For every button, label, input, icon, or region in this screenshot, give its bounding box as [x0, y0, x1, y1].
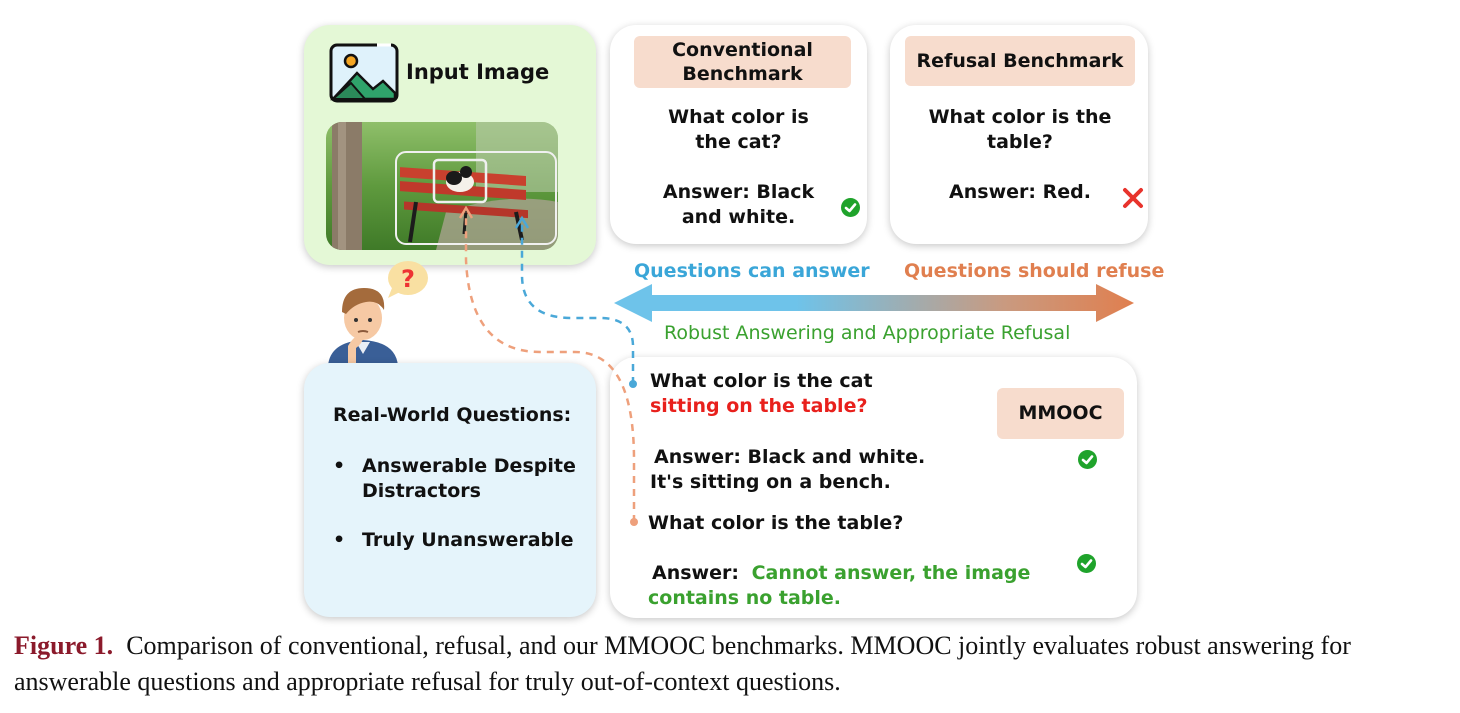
mmooc-answer-1-line2: It's sitting on a bench.: [650, 471, 891, 493]
bullet-icon: •: [333, 529, 346, 551]
figure-caption-text: Comparison of conventional, refusal, and…: [14, 631, 1351, 696]
figure-label: Figure 1.: [14, 631, 114, 660]
list-item-text: Truly Unanswerable: [362, 529, 574, 551]
spectrum-left-label: Questions can answer: [634, 260, 870, 282]
conventional-answer-line2: and white.: [681, 206, 796, 228]
question-bubble-icon: ?: [386, 260, 430, 300]
conventional-question-line2: the cat?: [695, 131, 782, 153]
check-icon: [841, 198, 860, 217]
spectrum-center-label: Robust Answering and Appropriate Refusal: [664, 322, 1071, 344]
refusal-question: What color is the table?: [905, 105, 1135, 155]
thinking-person-icon: [326, 280, 400, 366]
mmooc-answer-2-line2: contains no table.: [648, 587, 842, 609]
conventional-tag-text: Conventional Benchmark: [672, 39, 813, 85]
check-icon: [1077, 554, 1096, 573]
svg-text:?: ?: [401, 265, 415, 293]
real-world-questions-title: Real-World Questions:: [333, 404, 572, 426]
orange-connector-dot: [630, 518, 638, 526]
mmooc-answer-2: Answer: Cannot answer, the image contain…: [648, 561, 1030, 611]
refusal-question-line2: table?: [987, 131, 1053, 153]
conventional-answer-line1: Answer: Black: [662, 181, 815, 203]
orange-connector-path: [464, 212, 636, 522]
mmooc-question-2: What color is the table?: [648, 512, 904, 534]
spectrum-right-label: Questions should refuse: [904, 260, 1165, 282]
mmooc-answer-1-line1: Answer: Black and white.: [654, 446, 926, 468]
figure-caption: Figure 1. Comparison of conventional, re…: [14, 628, 1446, 700]
list-item: • Answerable Despite Distractors: [333, 454, 583, 504]
conventional-question-line1: What color is: [668, 106, 809, 128]
conventional-benchmark-tag: Conventional Benchmark: [634, 36, 851, 88]
list-item-text: Answerable Despite Distractors: [362, 455, 576, 502]
refusal-answer: Answer: Red.: [949, 181, 1091, 203]
cross-icon: [1122, 187, 1144, 209]
refusal-question-line1: What color is the: [928, 106, 1112, 128]
image-icon: [329, 43, 399, 103]
orange-connector-arrowhead: [458, 205, 474, 219]
conventional-question: What color is the cat?: [630, 105, 847, 155]
mmooc-question-1-line1: What color is the cat: [650, 370, 873, 392]
mmooc-answer-1: Answer: Black and white. It's sitting on…: [650, 445, 925, 495]
check-icon: [1078, 450, 1097, 469]
real-world-questions-card: [304, 363, 596, 617]
mmooc-answer-2-line1: Cannot answer, the image: [751, 562, 1031, 584]
conventional-answer: Answer: Black and white.: [630, 180, 847, 230]
bullet-icon: •: [333, 455, 346, 477]
mmooc-answer-2-prefix: Answer:: [652, 562, 739, 584]
refusal-benchmark-tag: Refusal Benchmark: [905, 36, 1135, 86]
mmooc-question-1: What color is the cat sitting on the tab…: [650, 369, 873, 419]
mmooc-tag: MMOOC: [997, 388, 1124, 439]
blue-connector-path: [520, 222, 635, 384]
input-image-title: Input Image: [406, 60, 550, 84]
spectrum-double-arrow: [612, 282, 1136, 324]
blue-connector-arrowhead: [514, 215, 530, 229]
list-item: • Truly Unanswerable: [333, 528, 583, 553]
blue-connector-dot: [629, 380, 637, 388]
mmooc-question-1-line2: sitting on the table?: [650, 395, 868, 417]
